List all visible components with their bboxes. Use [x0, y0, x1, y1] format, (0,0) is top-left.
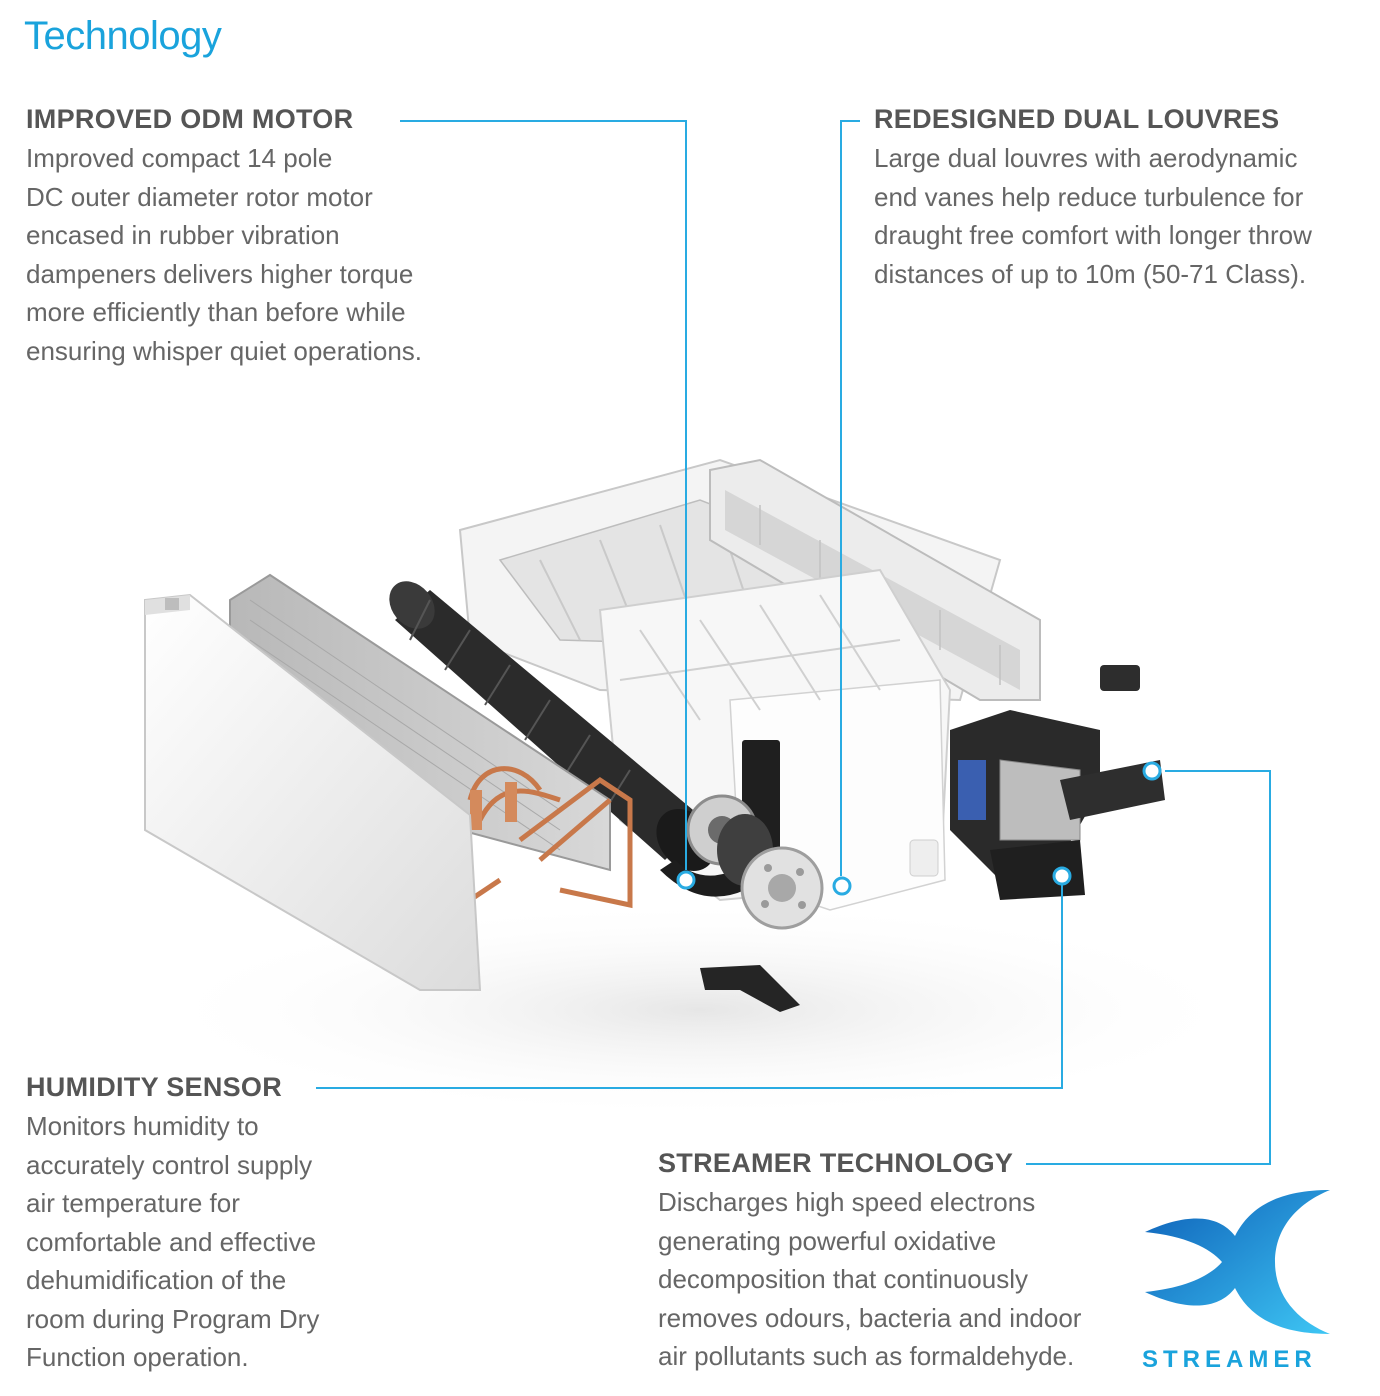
marker-motor [676, 870, 696, 890]
callout-line-streamer [1026, 770, 1271, 1165]
callout-lines [316, 120, 1271, 1165]
marker-louvres [832, 876, 852, 896]
page-title: Technology [24, 14, 222, 58]
streamer-logo-icon [1145, 1190, 1330, 1334]
callout-markers [676, 761, 1162, 896]
marker-humidity [1052, 866, 1072, 886]
control-electronics [700, 665, 1165, 1012]
feature-heading: HUMIDITY SENSOR [26, 1072, 283, 1102]
marker-streamer [1142, 761, 1162, 781]
heat-exchanger-coil [229, 573, 633, 909]
front-panel [144, 593, 482, 991]
feature-description: Monitors humidity to accurately control … [26, 1111, 320, 1372]
feature-heading: IMPROVED ODM MOTOR [26, 104, 354, 134]
crossflow-fan [389, 581, 716, 871]
feature-dual-louvres: REDESIGNED DUAL LOUVRES Large dual louvr… [874, 104, 1374, 293]
feature-description: Discharges high speed electrons generati… [658, 1187, 1082, 1371]
feature-humidity-sensor: HUMIDITY SENSOR Monitors humidity to acc… [26, 1072, 366, 1377]
feature-heading: STREAMER TECHNOLOGY [658, 1148, 1014, 1178]
feature-heading: REDESIGNED DUAL LOUVRES [874, 104, 1280, 134]
callout-line-louvres [840, 120, 860, 876]
feature-description: Large dual louvres with aerodynamic end … [874, 143, 1312, 289]
callout-line-motor [400, 120, 687, 870]
feature-description: Improved compact 14 pole DC outer diamet… [26, 143, 423, 366]
callout-line-humidity [316, 884, 1063, 1089]
streamer-wordmark: STREAMER [1142, 1346, 1317, 1373]
feature-odm-motor: IMPROVED ODM MOTOR Improved compact 14 p… [26, 104, 486, 370]
odm-motor-parts [660, 794, 824, 930]
feature-streamer-technology: STREAMER TECHNOLOGY Discharges high spee… [658, 1148, 1128, 1376]
